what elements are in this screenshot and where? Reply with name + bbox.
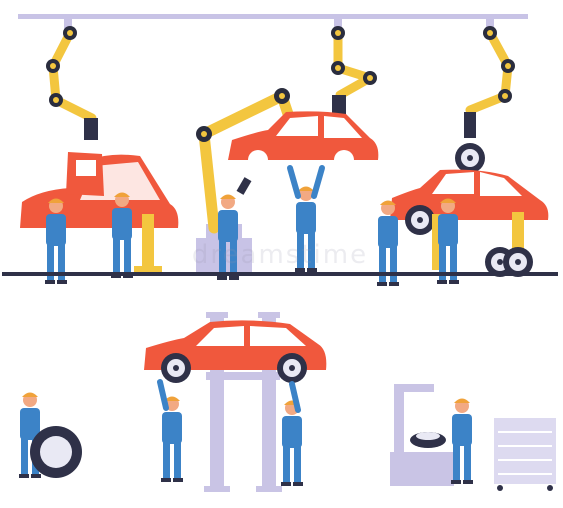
worker-bottom-3 bbox=[281, 400, 303, 486]
car-on-lift bbox=[144, 320, 327, 383]
car-left bbox=[20, 152, 179, 228]
car-right bbox=[390, 169, 549, 235]
tool-cabinet bbox=[494, 418, 556, 491]
tire-rolling bbox=[30, 426, 82, 478]
car-center-lifted bbox=[228, 111, 379, 170]
top-rail bbox=[18, 14, 528, 19]
robot-arm-left bbox=[46, 19, 98, 140]
worker-bottom-4 bbox=[451, 398, 473, 484]
car-stand-left bbox=[142, 214, 154, 270]
floor-line bbox=[2, 272, 558, 276]
tire-changer-machine bbox=[390, 384, 454, 486]
robot-arm-right bbox=[455, 19, 515, 173]
robot-arm-center bbox=[331, 19, 377, 117]
worker-top-4 bbox=[295, 186, 317, 272]
